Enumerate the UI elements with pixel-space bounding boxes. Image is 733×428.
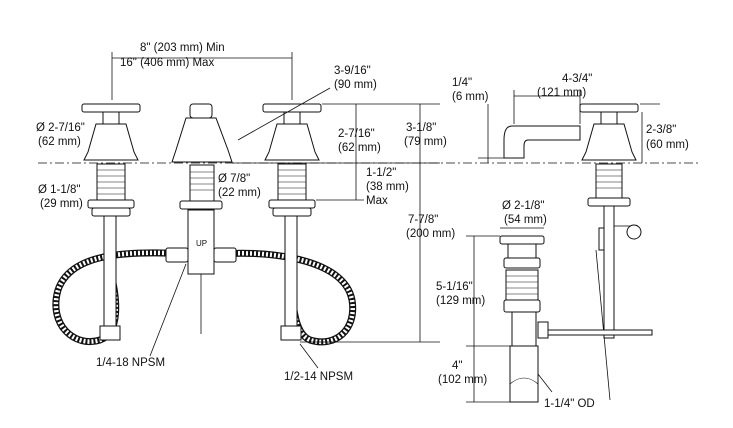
spout-height-mm-label: (62 mm) <box>338 142 381 154</box>
side-handle-height-mm-label: (60 mm) <box>646 139 689 151</box>
handle-diameter-label: Ø 2-7/16" <box>36 122 85 134</box>
overall-height-label: 7-7/8" <box>408 214 438 226</box>
side-handle-height-label: 2-3/8" <box>646 124 676 136</box>
drain-flange-label: Ø 2-1/8" <box>502 200 544 212</box>
handle-height-mm-label: (79 mm) <box>404 136 447 148</box>
spout-projection-mm-label: (90 mm) <box>334 79 377 91</box>
spread-min-label: 8" (203 mm) Min <box>140 42 225 54</box>
drain-flange-mm-label: (54 mm) <box>504 214 547 226</box>
valve-mark: UP <box>196 239 207 248</box>
tailpiece-label: 4" <box>452 360 462 372</box>
right-valve <box>262 103 322 341</box>
spout-top-offset-label: 1/4" <box>452 77 472 89</box>
deck-max-label: 1-1/2" <box>366 167 396 179</box>
drain-body-label: 5-1/16" <box>436 281 473 293</box>
spout-height-label: 2-7/16" <box>338 128 375 140</box>
thread-small-leader <box>149 263 187 357</box>
thread-large-label: 1/2-14 NPSM <box>284 371 353 383</box>
supply-hose-left <box>52 249 189 345</box>
handle-diameter-mm-label: (62 mm) <box>38 136 81 148</box>
drain-assembly <box>499 235 653 403</box>
deck-max-suffix-label: Max <box>366 195 388 207</box>
spout-shank-mm-label: (22 mm) <box>218 187 261 199</box>
side-view-faucet <box>503 103 642 401</box>
left-valve <box>81 103 141 341</box>
shank-diameter-label: Ø 1-1/8" <box>38 184 80 196</box>
thread-small-label: 1/4-18 NPSM <box>96 357 165 369</box>
right-height-dimension <box>232 103 440 343</box>
spout-shank-label: Ø 7/8" <box>218 173 250 185</box>
handle-height-label: 3-1/8" <box>406 122 436 134</box>
shank-diameter-mm-label: (29 mm) <box>40 198 83 210</box>
drain-body-mm-label: (129 mm) <box>436 295 485 307</box>
tailpiece-mm-label: (102 mm) <box>438 374 487 386</box>
spout-top-offset-mm-label: (6 mm) <box>452 91 489 103</box>
spout-reach-label: 4-3/4" <box>562 73 592 85</box>
side-dimension-lines <box>466 90 660 403</box>
spout-reach-mm-label: (121 mm) <box>537 87 586 99</box>
tailpiece-od-label: 1-1/4" OD <box>544 398 595 410</box>
spout-projection-label: 3-9/16" <box>334 65 371 77</box>
spout: UP <box>165 103 237 334</box>
overall-height-mm-label: (200 mm) <box>406 228 455 240</box>
spread-dimension <box>111 52 293 100</box>
deck-max-mm-label: (38 mm) <box>366 181 409 193</box>
thread-large-leader <box>299 343 319 369</box>
spread-max-label: 16" (406 mm) Max <box>120 57 214 69</box>
spout-projection-leader <box>237 87 331 141</box>
